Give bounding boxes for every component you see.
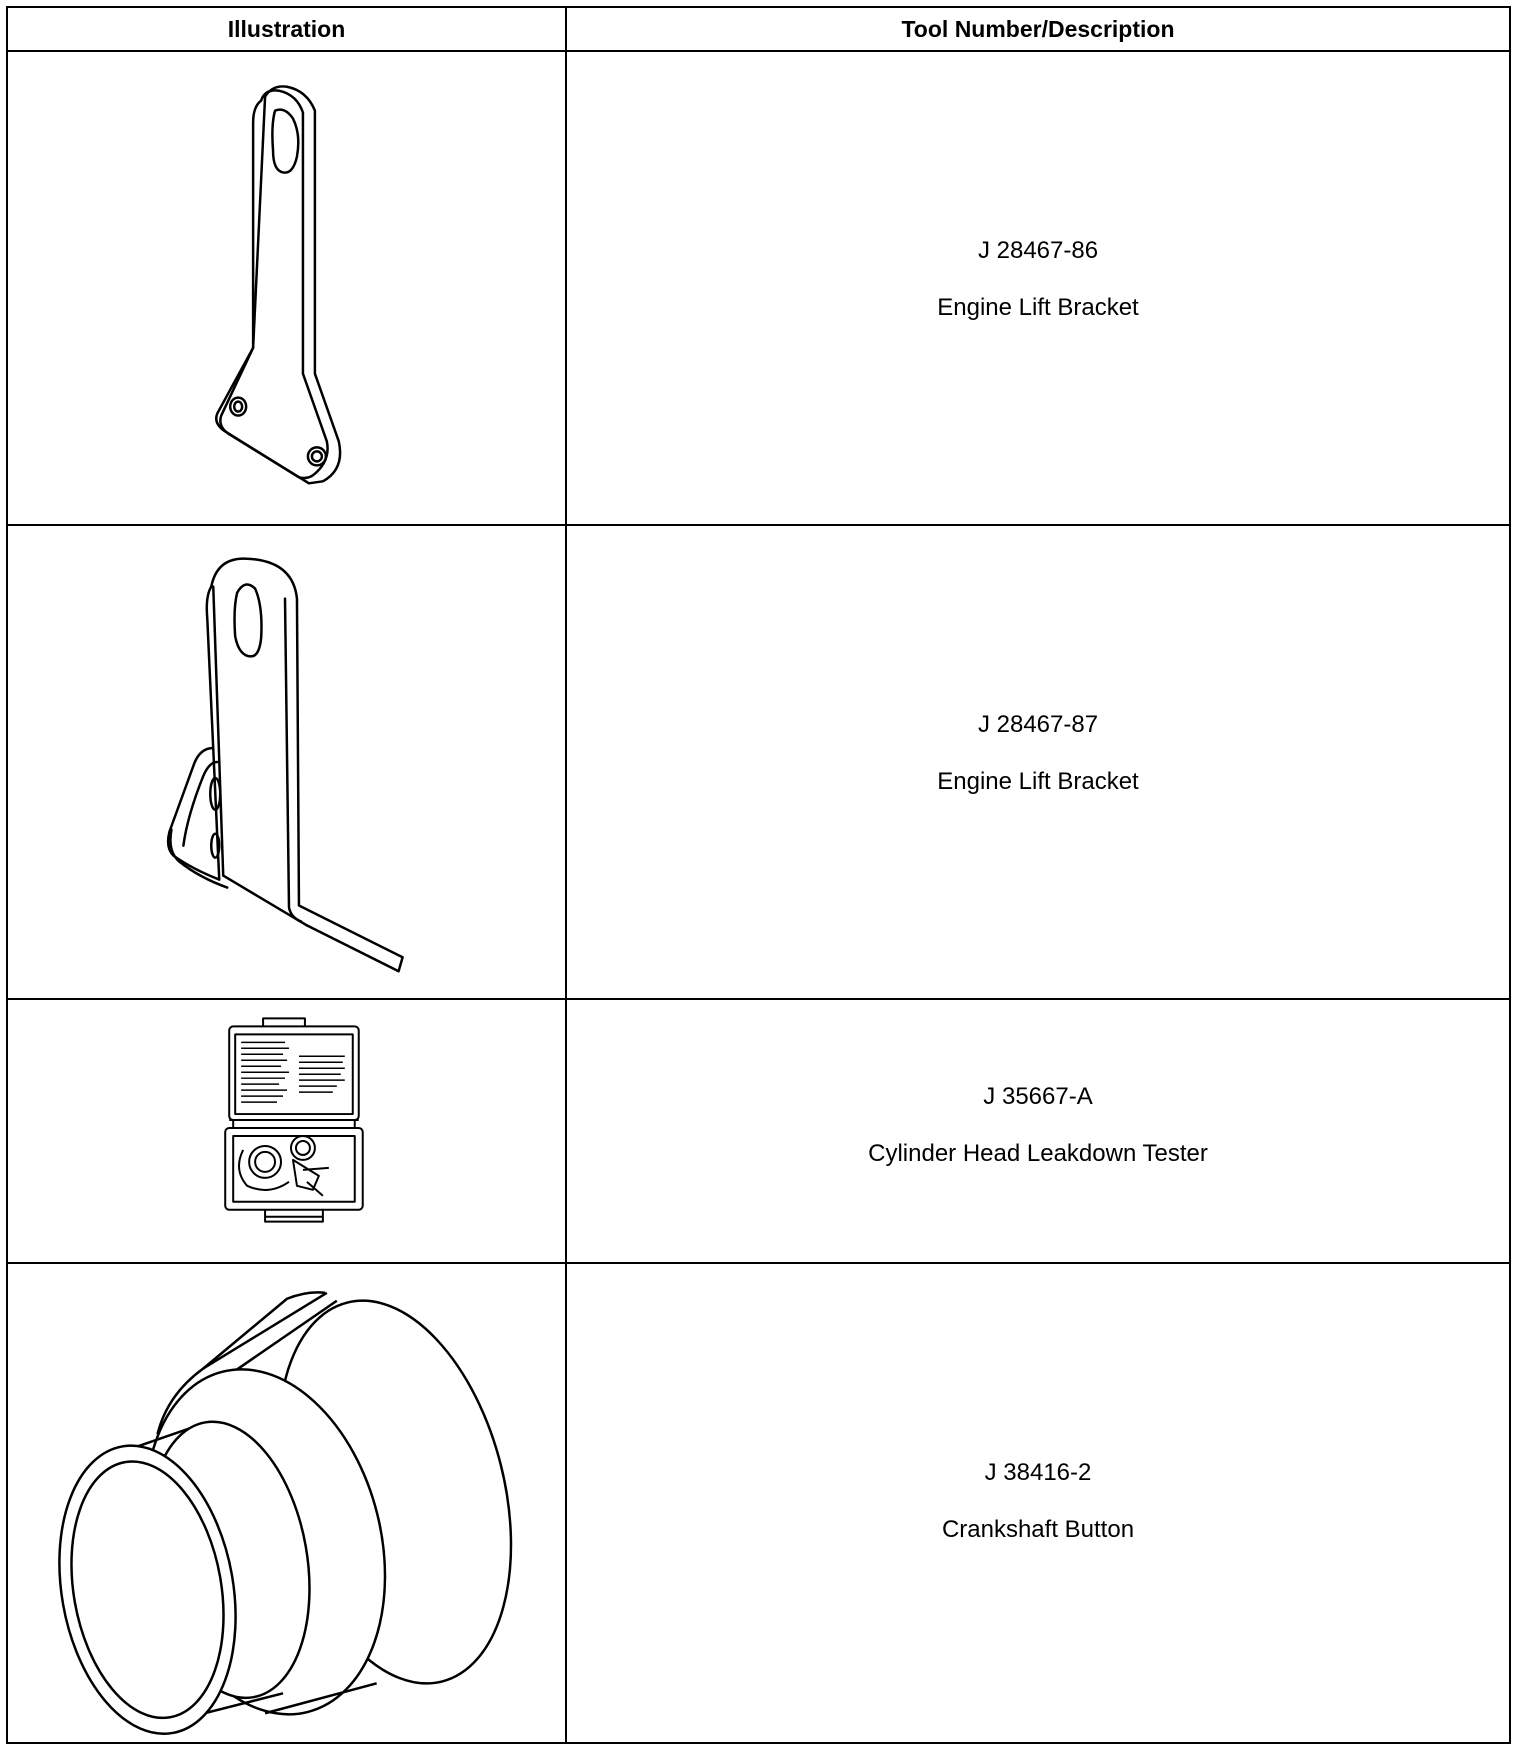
tool-description: Engine Lift Bracket: [937, 293, 1139, 321]
table-row: J 28467-87 Engine Lift Bracket: [6, 524, 1511, 1000]
special-tools-table: Illustration Tool Number/Description: [6, 6, 1511, 1744]
table-row: J 38416-2 Crankshaft Button: [6, 1262, 1511, 1744]
tool-description-cell: J 35667-A Cylinder Head Leakdown Tester: [565, 998, 1511, 1264]
tool-description: Cylinder Head Leakdown Tester: [868, 1139, 1208, 1167]
leakdown-tester-case-icon: [224, 1017, 364, 1223]
tool-description: Crankshaft Button: [941, 1515, 1135, 1543]
illustration-cell: [6, 50, 567, 526]
illustration-cell: [6, 524, 567, 1000]
header-tool-number-description: Tool Number/Description: [565, 6, 1511, 52]
engine-lift-bracket-angled-icon: [166, 557, 404, 973]
illustration-cell: [6, 998, 567, 1264]
tool-number: J 28467-86: [977, 236, 1099, 264]
engine-lift-bracket-icon: [215, 85, 342, 485]
tool-number: J 38416-2: [984, 1458, 1092, 1486]
tool-description-cell: J 28467-87 Engine Lift Bracket: [565, 524, 1511, 1000]
crankshaft-button-icon: [58, 1291, 513, 1735]
table-row: J 35667-A Cylinder Head Leakdown Tester: [6, 998, 1511, 1264]
header-illustration: Illustration: [6, 6, 567, 52]
tool-description-cell: J 38416-2 Crankshaft Button: [565, 1262, 1511, 1744]
tool-number: J 28467-87: [977, 710, 1099, 738]
table-row: J 28467-86 Engine Lift Bracket: [6, 50, 1511, 526]
tool-description-cell: J 28467-86 Engine Lift Bracket: [565, 50, 1511, 526]
table-header-row: Illustration Tool Number/Description: [6, 6, 1511, 52]
illustration-cell: [6, 1262, 567, 1744]
tool-description: Engine Lift Bracket: [937, 767, 1139, 795]
tool-number: J 35667-A: [983, 1082, 1093, 1110]
